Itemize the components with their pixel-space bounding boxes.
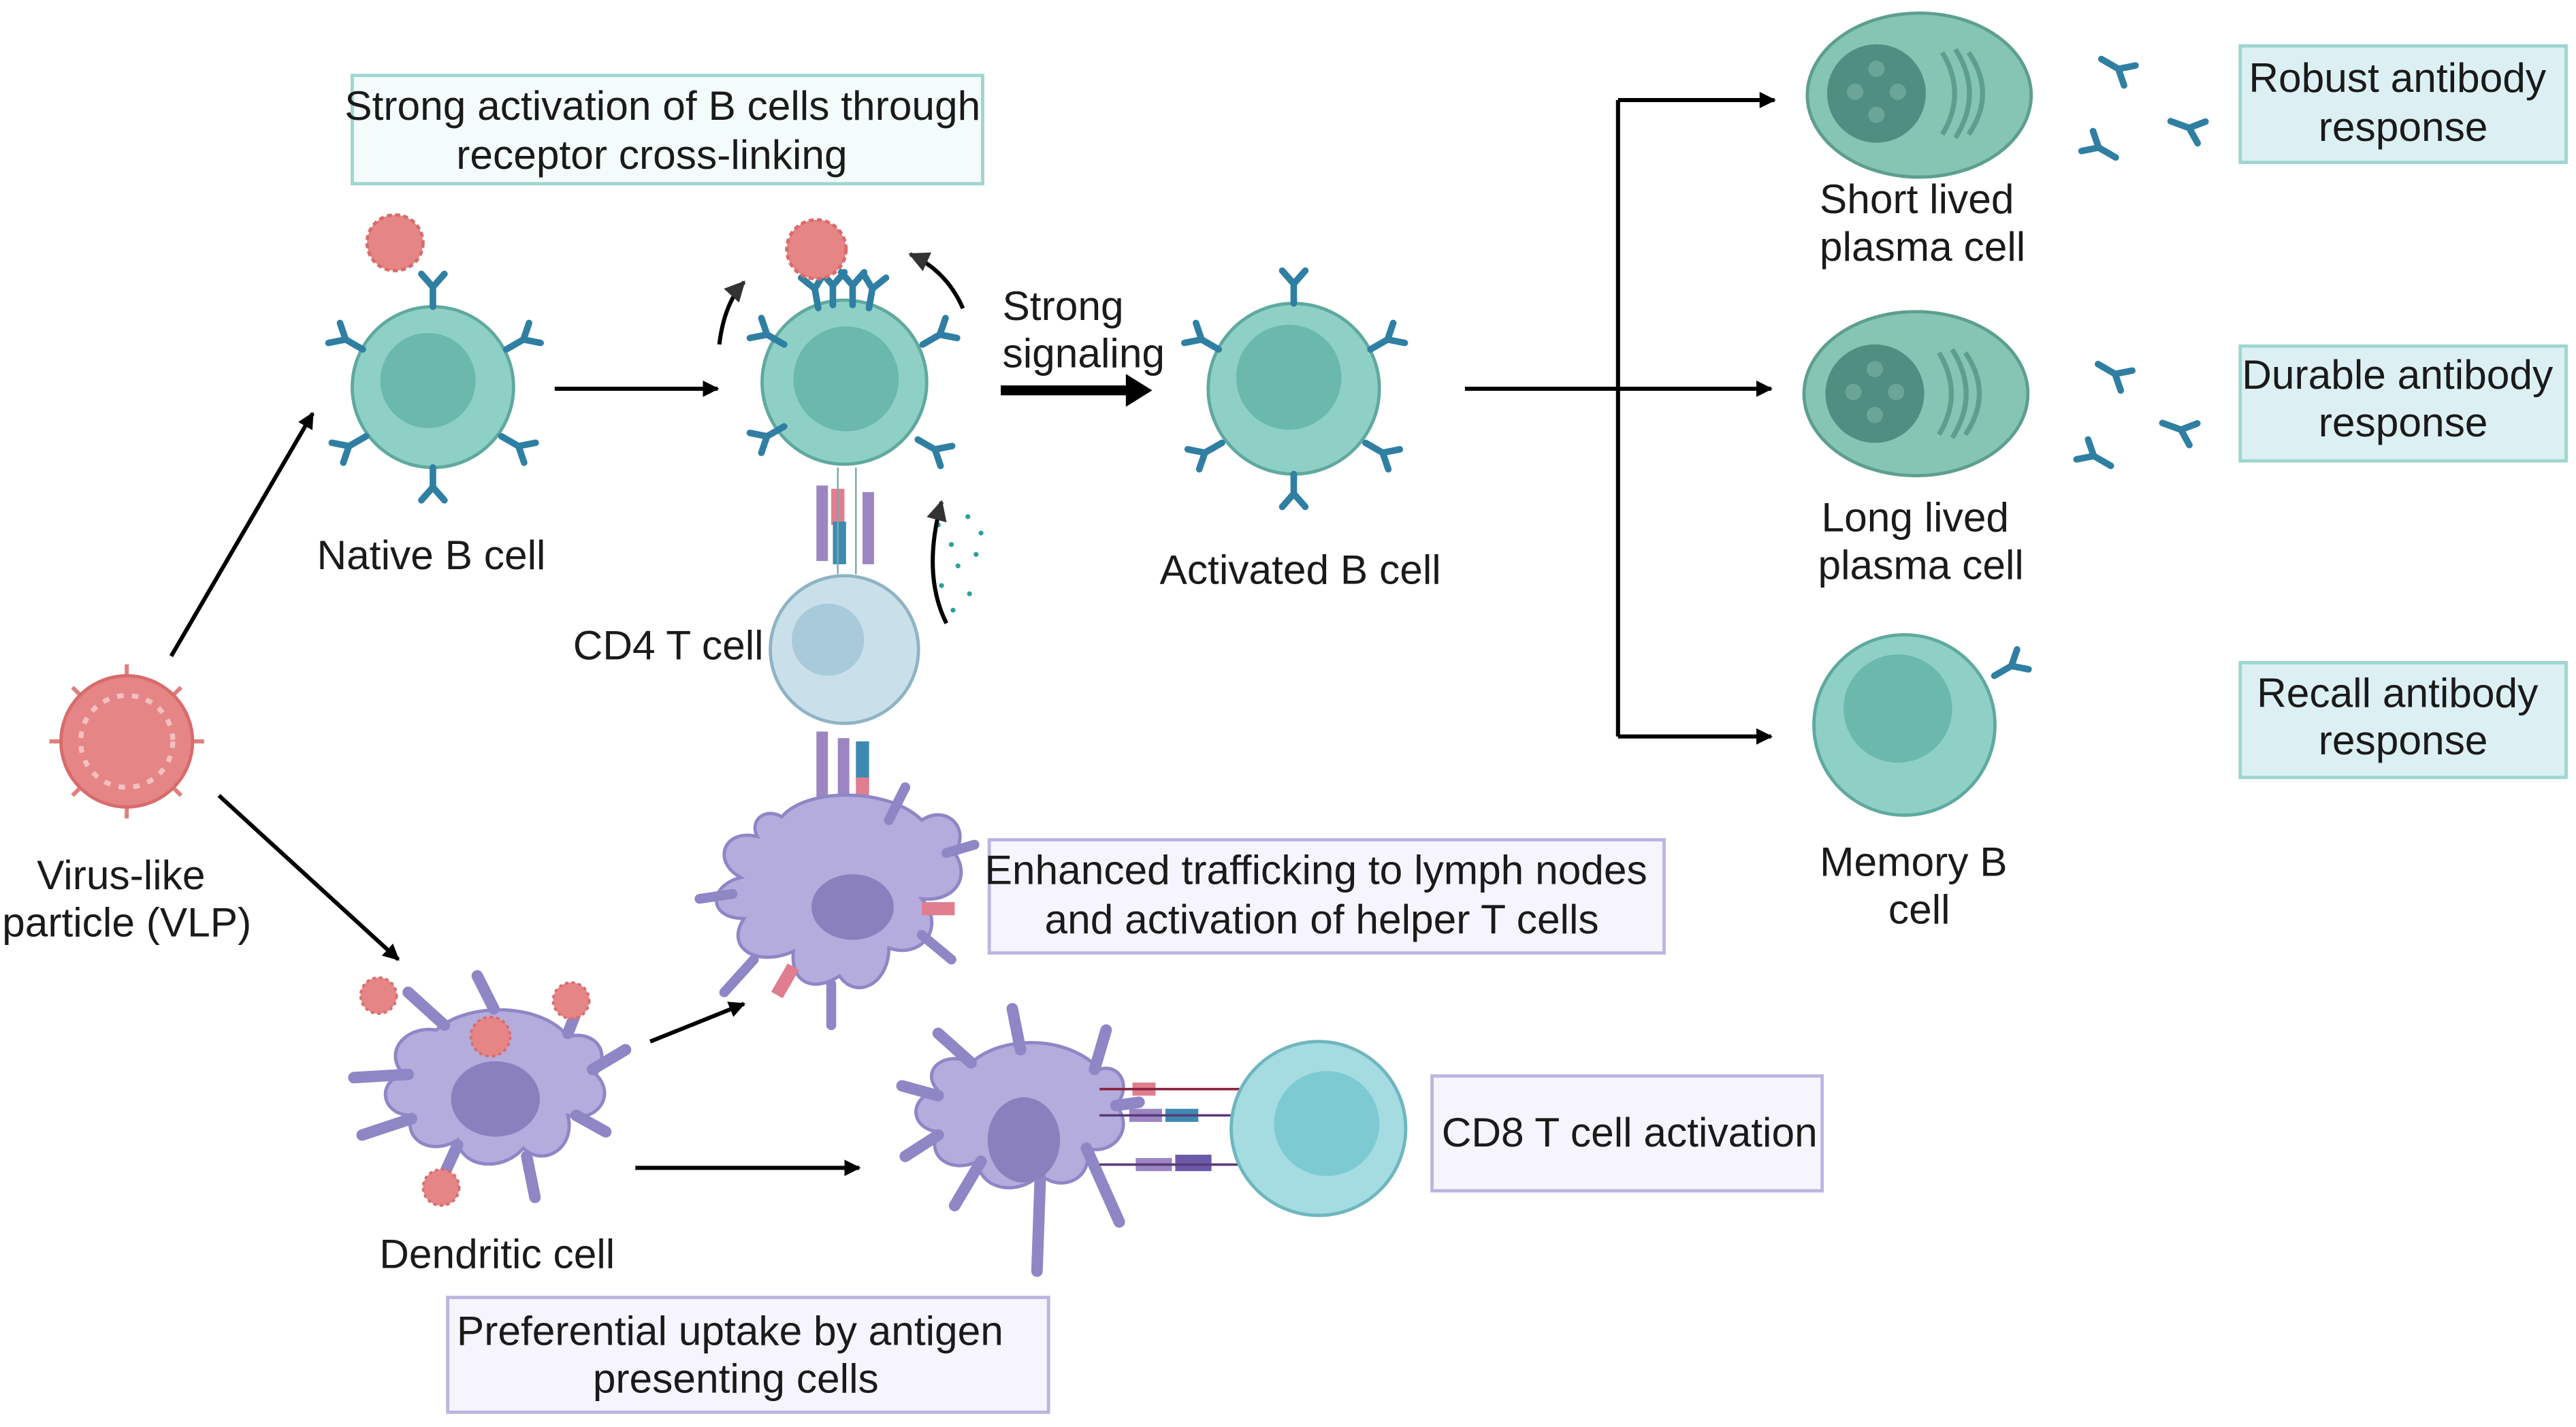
- antibodies-robust-icon: [2082, 49, 2206, 167]
- long-lived-plasma-cell-icon: [1802, 310, 2030, 478]
- dendritic-cell-cd8-icon: [896, 1003, 1145, 1277]
- arrow-dc-to-cd4: [649, 1001, 746, 1044]
- short-lived-plasma-cell-label: Short lived plasma cell: [1820, 176, 2025, 270]
- bcell-tcell-synapse-icon: [816, 467, 874, 575]
- vlp-icon: [49, 664, 204, 819]
- dendritic-cell-label: Dendritic cell: [379, 1230, 615, 1277]
- svg-text:Recall antibody response: Recall antibody response: [2257, 669, 2549, 763]
- vlp-label: Virus-like particle (VLP): [2, 852, 251, 946]
- activated-b-cell-label: Activated B cell: [1160, 547, 1441, 593]
- dendritic-cell-cd4-icon: [694, 782, 980, 1030]
- strong-activation-box: Strong activation of B cells through rec…: [344, 74, 992, 186]
- strong-signaling-label: Strong signaling: [1002, 283, 1165, 376]
- antibodies-durable-icon: [2076, 354, 2197, 476]
- cytokine-dots-icon: [927, 500, 984, 624]
- durable-antibody-response-box: Durable antibody response: [2238, 344, 2568, 463]
- svg-text:Enhanced trafficking to lymph: Enhanced trafficking to lymph nodes and …: [985, 847, 1659, 942]
- arrow-vlp-to-dendritic: [217, 794, 400, 961]
- arrow-vlp-to-bcell: [169, 412, 315, 658]
- enhanced-trafficking-box: Enhanced trafficking to lymph nodes and …: [985, 838, 1666, 955]
- branch-arrows: [1464, 91, 1776, 745]
- recall-antibody-response-box: Recall antibody response: [2238, 660, 2568, 780]
- memory-b-cell-icon: [1812, 632, 2029, 817]
- preferential-uptake-box: Preferential uptake by antigen presentin…: [446, 1296, 1050, 1414]
- long-lived-plasma-cell-label: Long lived plasma cell: [1818, 494, 2024, 588]
- activated-b-cell-icon: [1185, 271, 1405, 507]
- svg-text:Durable antibody respons: Durable antibody response: [2242, 351, 2564, 445]
- svg-text:Robust antibody response: Robust antibody response: [2249, 54, 2558, 150]
- memory-b-cell-label: Memory B cell: [1820, 839, 2018, 933]
- short-lived-plasma-cell-icon: [1805, 11, 2033, 179]
- svg-text:CD8 T cell activation: CD8 T cell activation: [1442, 1109, 1818, 1155]
- robust-antibody-response-box: Robust antibody response: [2238, 44, 2568, 164]
- dendritic-cell-icon: [348, 970, 632, 1207]
- native-b-cell-label: Native B cell: [317, 532, 546, 578]
- cd8-t-cell-icon: [1229, 1040, 1408, 1217]
- crosslinked-b-cell-icon: [717, 218, 965, 466]
- vlp-bound-icon: [365, 213, 425, 272]
- svg-text:Strong activation of B cells: Strong activation of B cells through rec…: [344, 82, 992, 178]
- cd4-t-cell-label: CD4 T cell: [573, 622, 764, 669]
- dc-cd8-synapse-icon: [1099, 1083, 1259, 1172]
- cd8-activation-box: CD8 T cell activation: [1430, 1074, 1824, 1193]
- svg-text:Preferential uptake by antigen: Preferential uptake by antigen presentin…: [457, 1308, 1015, 1402]
- cd4-t-cell-icon: [769, 574, 920, 725]
- native-b-cell-icon: [329, 274, 541, 500]
